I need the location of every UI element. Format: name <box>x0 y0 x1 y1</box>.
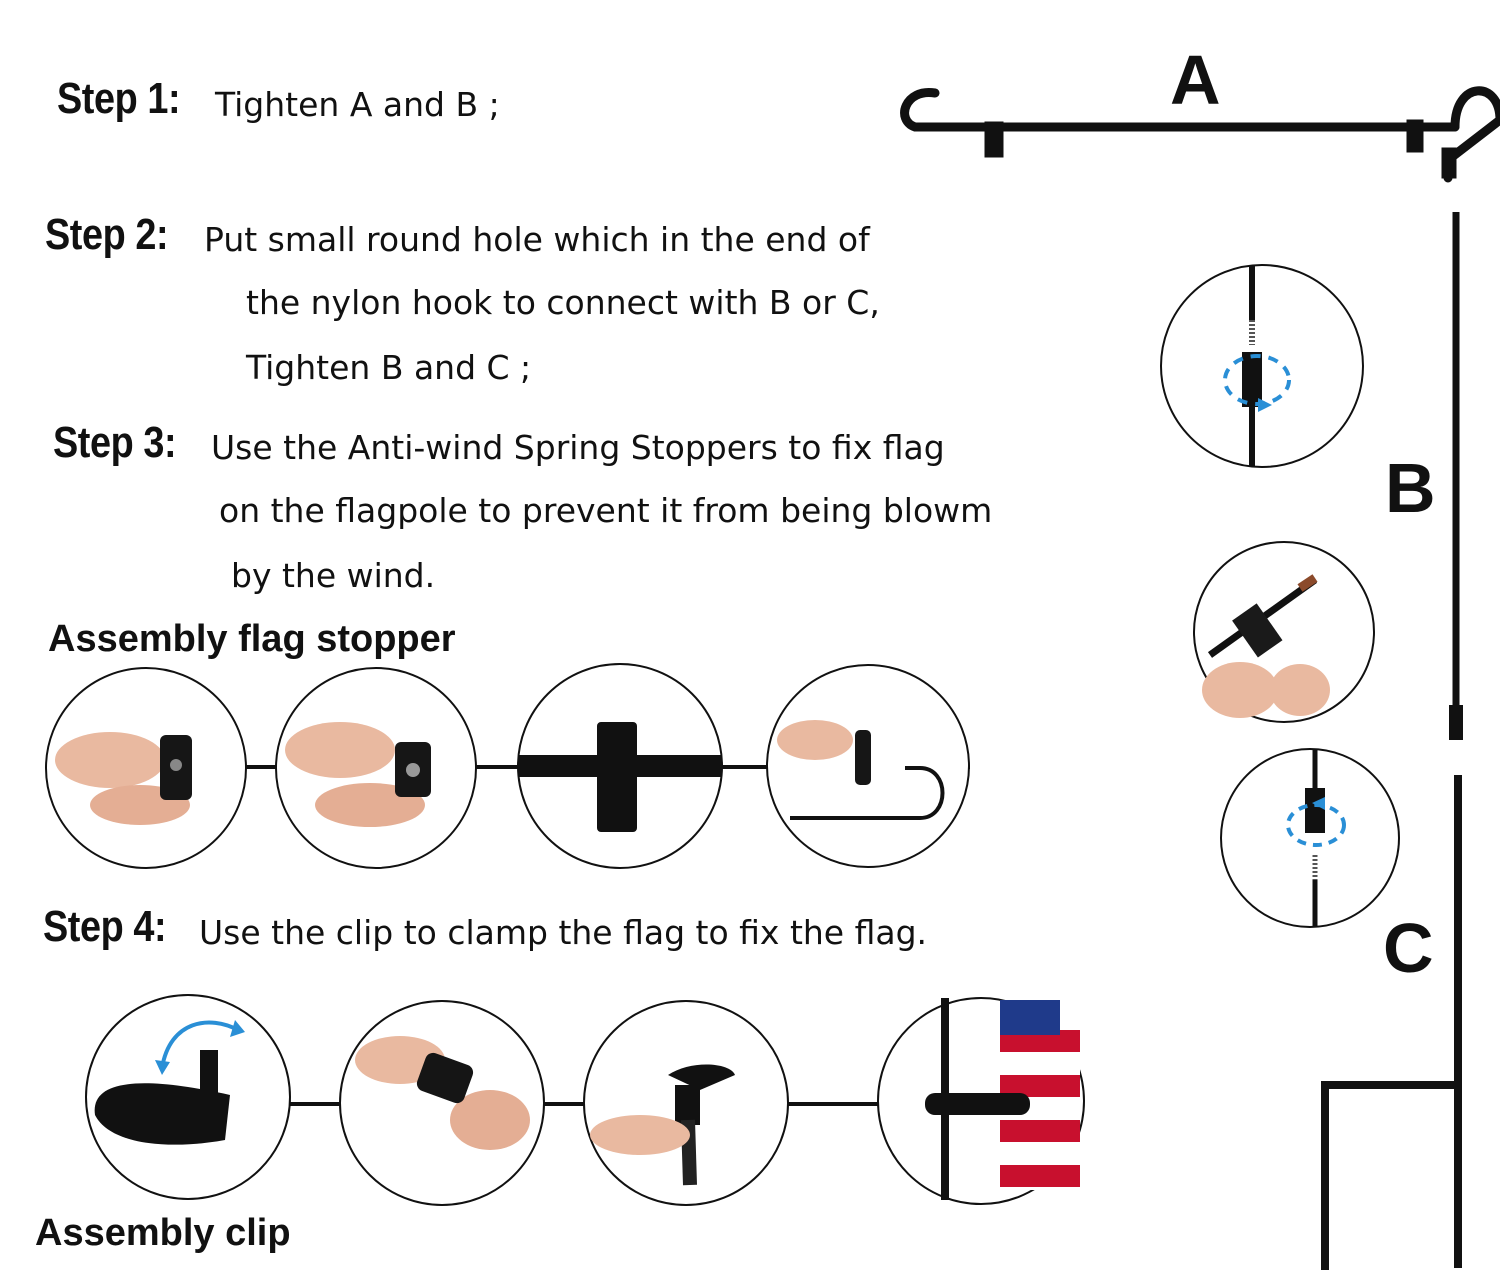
step-4: Step 4: <box>43 902 186 952</box>
step-3-line-3: by the wind. <box>231 556 436 595</box>
clip-photo-4 <box>877 997 1085 1205</box>
step-2-label: Step 2: <box>45 210 169 259</box>
part-label-a: A <box>1170 41 1221 119</box>
step-2-line-3: Tighten B and C ; <box>246 348 532 387</box>
step-4-label: Step 4: <box>43 902 167 951</box>
clip-photo-1 <box>85 994 291 1200</box>
part-label-b: B <box>1385 449 1436 527</box>
step-1-label: Step 1: <box>57 74 181 123</box>
stopper-photo-4 <box>766 664 970 868</box>
step-3: Step 3: <box>53 418 196 468</box>
heading-assembly-stopper: Assembly flag stopper <box>48 618 456 660</box>
part-b-pole <box>1449 212 1463 740</box>
step-1-line-1: Tighten A and B ; <box>215 85 500 124</box>
part-c-stake <box>1321 775 1462 1270</box>
clip-photo-3 <box>583 1000 789 1206</box>
connector-detail-c <box>1220 748 1400 928</box>
step-1: Step 1: <box>57 74 200 124</box>
connector-detail-b <box>1160 264 1364 468</box>
step-2-line-1: Put small round hole which in the end of <box>204 220 870 259</box>
step-2: Step 2: <box>45 210 188 260</box>
step-3-label: Step 3: <box>53 418 177 467</box>
stopper-photo-3 <box>517 663 723 869</box>
heading-assembly-clip: Assembly clip <box>35 1212 291 1254</box>
step-3-line-1: Use the Anti-wind Spring Stoppers to fix… <box>211 428 945 467</box>
step-3-line-2: on the flagpole to prevent it from being… <box>219 491 993 530</box>
stopper-photo-2 <box>275 667 477 869</box>
step-4-line-1: Use the clip to clamp the flag to fix th… <box>199 913 928 952</box>
stopper-photo-1 <box>45 667 247 869</box>
part-label-c: C <box>1383 909 1434 987</box>
velcro-detail <box>1193 541 1375 723</box>
clip-photo-2 <box>339 1000 545 1206</box>
step-2-line-2: the nylon hook to connect with B or C, <box>246 283 880 322</box>
